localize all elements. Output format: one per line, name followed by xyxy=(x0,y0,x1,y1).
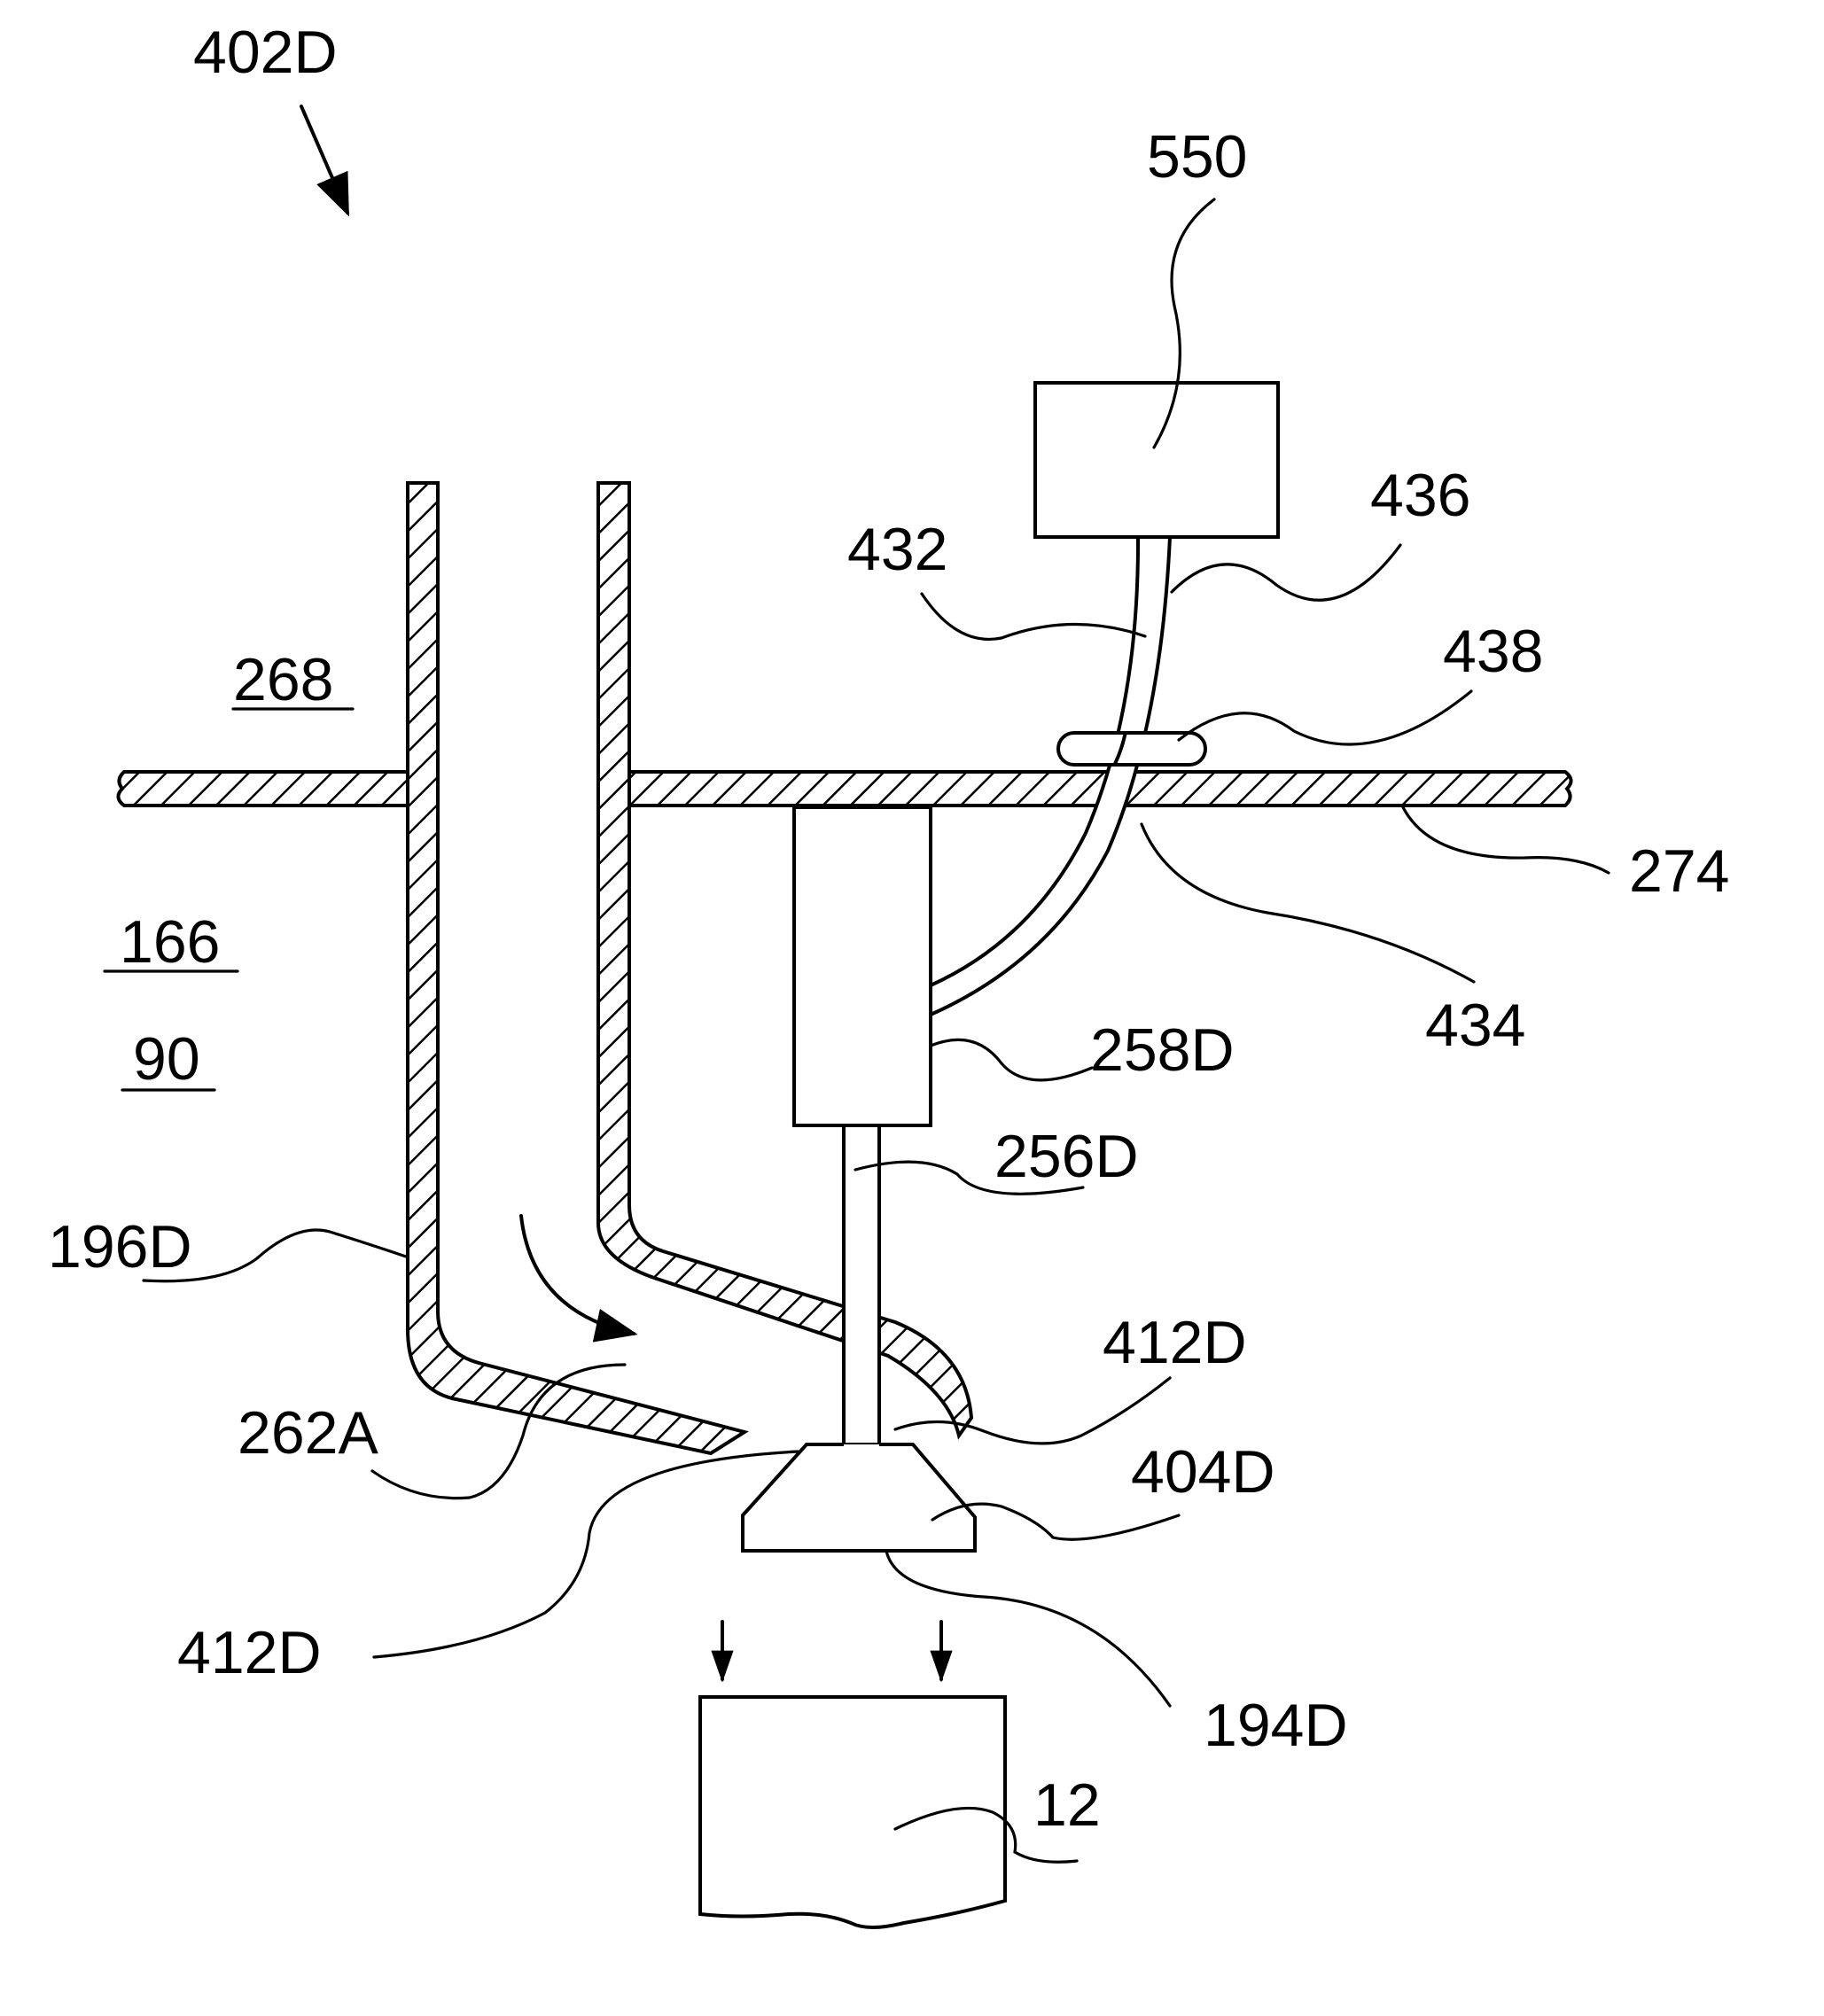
valve-stem-256D xyxy=(844,1125,879,1444)
label-90: 90 xyxy=(133,1025,200,1093)
label-194D: 194D xyxy=(1204,1692,1348,1759)
wall-274-left xyxy=(118,772,408,806)
label-404D: 404D xyxy=(1131,1438,1275,1506)
leader-274 xyxy=(1402,806,1609,873)
leader-438 xyxy=(1179,691,1471,744)
leader-434 xyxy=(1142,824,1474,982)
label-256D: 256D xyxy=(994,1123,1139,1190)
label-258D: 258D xyxy=(1090,1016,1235,1084)
duct-wall-196D xyxy=(408,483,744,1453)
label-268: 268 xyxy=(233,646,333,713)
valve-head-404D xyxy=(743,1444,975,1551)
label-432: 432 xyxy=(847,516,947,583)
assembly-pointer-arrow-icon xyxy=(301,106,347,213)
leader-432 xyxy=(922,594,1145,639)
label-436: 436 xyxy=(1370,462,1470,529)
label-412D-lower: 412D xyxy=(177,1619,322,1686)
label-438: 438 xyxy=(1443,618,1543,685)
label-166: 166 xyxy=(120,908,220,976)
actuator-550 xyxy=(1035,383,1278,537)
leader-412D-lower xyxy=(374,1452,798,1657)
leader-436 xyxy=(1172,545,1400,600)
label-274: 274 xyxy=(1629,837,1729,905)
label-434: 434 xyxy=(1425,992,1525,1059)
workpiece-12 xyxy=(700,1697,1005,1927)
leader-194D xyxy=(886,1551,1170,1706)
label-412D-upper: 412D xyxy=(1103,1309,1247,1376)
label-262A: 262A xyxy=(238,1399,378,1467)
label-12: 12 xyxy=(1033,1771,1101,1839)
label-196D: 196D xyxy=(48,1213,192,1280)
valve-body-258D xyxy=(794,807,931,1125)
leader-258D xyxy=(931,1039,1092,1080)
label-550: 550 xyxy=(1147,123,1247,191)
label-402D: 402D xyxy=(193,19,338,86)
